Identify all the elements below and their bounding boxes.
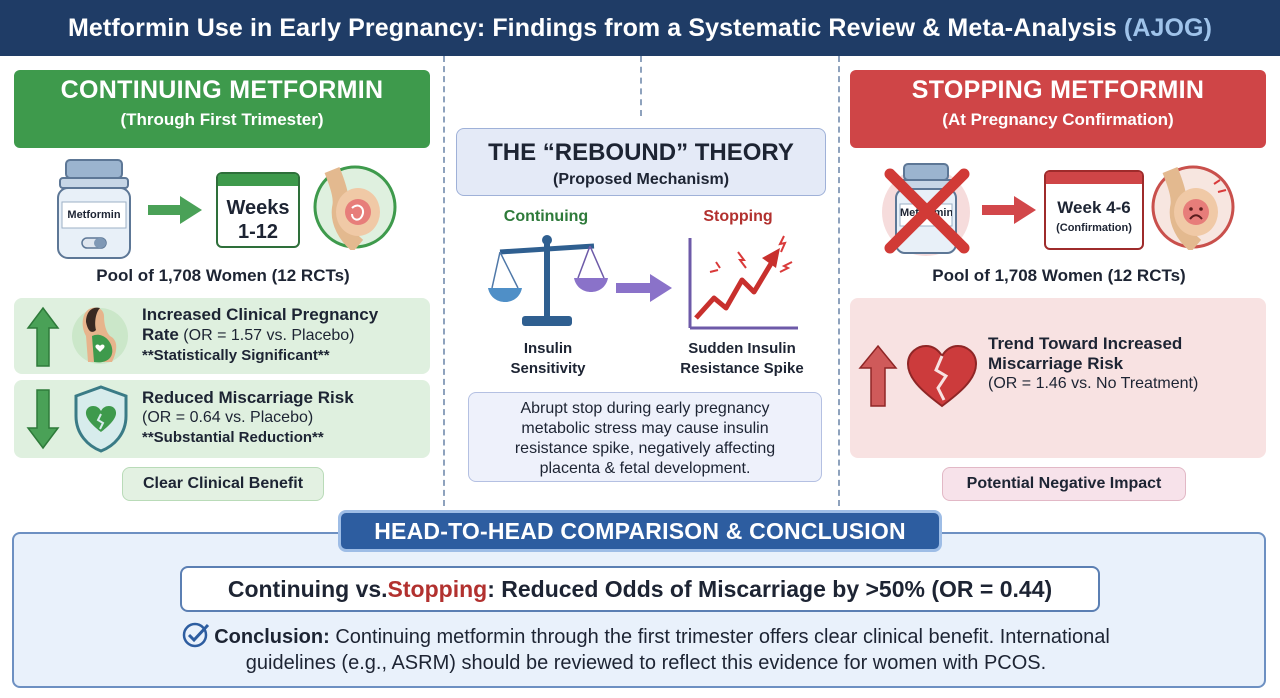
calendar-range: 1-12: [237, 221, 279, 243]
continuing-footer: Clear Clinical Benefit: [122, 467, 324, 501]
arrow-up-icon: [26, 306, 60, 367]
theory-continuing-label: Continuing: [503, 208, 589, 225]
pregnancy-icon: [1151, 165, 1235, 250]
balance-scale-icon: [488, 235, 608, 326]
spike-chart-icon: [688, 235, 798, 330]
continuing-title: CONTINUING METFORMIN: [60, 76, 384, 104]
finding1-text: Increased Clinical Pregnancy Rate (OR = …: [142, 305, 426, 366]
broken-heart-icon: [906, 344, 978, 408]
result-odds: : Reduced Odds of Miscarriage by >50% (O…: [487, 575, 1053, 602]
calendar-weeks: Weeks: [226, 197, 290, 219]
stop-finding-title-1: Trend Toward Increased: [988, 334, 1183, 353]
calendar-weeks-stop: Week 4-6: [1057, 198, 1131, 217]
arrow-right-icon: [148, 196, 202, 224]
conclusion-line-1: Continuing metformin through the first t…: [329, 626, 1110, 648]
theory-box: THE “REBOUND” THEORY (Proposed Mechanism…: [456, 128, 826, 196]
title-source: (AJOG): [1123, 13, 1213, 42]
theory-title: THE “REBOUND” THEORY: [488, 139, 794, 166]
continuing-subtitle: (Through First Trimester): [120, 110, 324, 129]
header-bar: Metformin Use in Early Pregnancy: Findin…: [0, 0, 1280, 56]
comparison-badge: HEAD-TO-HEAD COMPARISON & CONCLUSION: [338, 510, 942, 552]
arrow-right-icon: [616, 274, 672, 302]
theory-stopping-label: Stopping: [703, 208, 773, 225]
bottle-label: Metformin: [67, 209, 121, 221]
finding1-or: (OR = 1.57 vs. Placebo): [178, 327, 355, 344]
pill-bottle-icon: [57, 159, 131, 259]
stopping-pool: Pool of 1,708 Women (12 RCTs): [932, 266, 1186, 285]
stop-finding-text: Trend Toward Increased Miscarriage Risk …: [988, 334, 1260, 394]
mechanism-note: Abrupt stop during early pregnancy metab…: [468, 392, 822, 482]
theory-left-caption: Insulin Sensitivity: [486, 339, 610, 379]
stopping-banner: STOPPING METFORMIN (At Pregnancy Confirm…: [850, 70, 1266, 148]
arrow-up-icon: [858, 344, 898, 407]
theory-right-caption-1: Sudden Insulin: [688, 340, 796, 357]
finding2-note: **Substantial Reduction**: [142, 429, 324, 446]
continuing-pool: Pool of 1,708 Women (12 RCTs): [96, 266, 350, 285]
result-stopping: Stopping: [387, 575, 488, 602]
finding2-or: (OR = 0.64 vs. Placebo): [142, 409, 314, 426]
title-main: Metformin Use in Early Pregnancy: Findin…: [67, 13, 1117, 42]
continuing-banner: CONTINUING METFORMIN (Through First Trim…: [14, 70, 430, 148]
stopping-title: STOPPING METFORMIN: [911, 76, 1205, 104]
arrow-down-icon: [26, 389, 60, 450]
cross-icon: [884, 168, 970, 254]
theory-right-caption-2: Resistance Spike: [680, 360, 804, 377]
divider-center: [640, 56, 642, 116]
pregnancy-icon: [313, 165, 397, 250]
check-circle-icon: [182, 622, 210, 648]
theory-subtitle: (Proposed Mechanism): [552, 171, 730, 188]
stop-finding-or: (OR = 1.46 vs. No Treatment): [988, 375, 1199, 392]
page-title: Metformin Use in Early Pregnancy: Findin…: [68, 14, 1212, 43]
finding1-note: **Statistically Significant**: [142, 347, 330, 364]
calendar-icon: Weeks 1-12: [216, 172, 300, 248]
mechanism-note-line: Abrupt stop during early pregnancy: [520, 400, 770, 417]
shield-heart-icon: [74, 385, 128, 453]
arrow-right-icon: [982, 196, 1036, 224]
mechanism-note-line: metabolic stress may cause insulin: [521, 420, 769, 437]
stop-finding-title-2: Miscarriage Risk: [988, 354, 1124, 373]
comparison-result: Continuing vs. Stopping: Reduced Odds of…: [180, 566, 1100, 612]
finding2-text: Reduced Miscarriage Risk (OR = 0.64 vs. …: [142, 388, 426, 448]
pregnant-woman-icon: [72, 307, 128, 364]
stopping-footer: Potential Negative Impact: [942, 467, 1186, 501]
calendar-confirmation: (Confirmation): [1056, 222, 1132, 234]
finding1-title: Increased Clinical Pregnancy: [142, 305, 379, 324]
finding1-rate-label: Rate: [142, 325, 179, 344]
finding2-title: Reduced Miscarriage Risk: [142, 388, 354, 407]
stopping-subtitle: (At Pregnancy Confirmation): [942, 110, 1174, 129]
theory-left-caption-1: Insulin: [523, 340, 573, 357]
mechanism-note-line: placenta & fetal development.: [539, 460, 751, 477]
divider-right: [838, 56, 840, 506]
calendar-icon: Week 4-6 (Confirmation): [1044, 170, 1144, 250]
result-continuing: Continuing vs.: [227, 575, 388, 602]
conclusion-line-2: guidelines (e.g., ASRM) should be review…: [245, 652, 1047, 674]
theory-right-caption: Sudden Insulin Resistance Spike: [668, 339, 816, 379]
theory-left-caption-2: Sensitivity: [510, 360, 586, 377]
conclusion-text: Conclusion: Continuing metformin through…: [96, 622, 1196, 676]
conclusion-label: Conclusion:: [214, 626, 330, 648]
mechanism-note-line: resistance spike, negatively affecting: [514, 440, 776, 457]
divider-left: [443, 56, 445, 506]
